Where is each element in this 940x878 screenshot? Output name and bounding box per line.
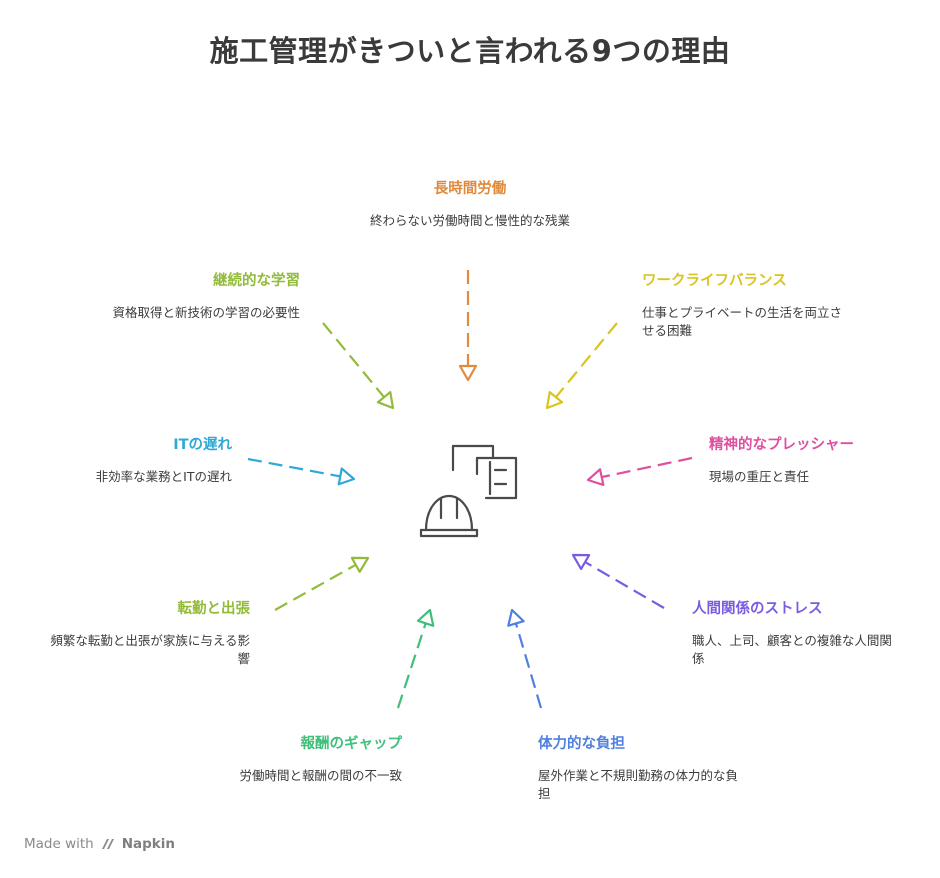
arrow-continuous-learning-line <box>322 322 385 398</box>
reason-title: ワークライフバランス <box>642 273 787 289</box>
reason-description: 労働時間と報酬の間の不一致 <box>239 768 402 783</box>
arrow-work-life-balance-head <box>545 391 564 410</box>
footer-made-with: Made with <box>24 836 94 852</box>
arrow-it-delay-head <box>337 467 356 486</box>
reason-description: 終わらない労働時間と慢性的な残業 <box>370 213 571 228</box>
reason-title: 転勤と出張 <box>177 601 251 617</box>
reason-title: 体力的な負担 <box>538 736 625 752</box>
reason-long-working-hours: 長時間労働 終わらない労働時間と慢性的な残業 <box>355 180 585 230</box>
arrows-group <box>247 270 693 709</box>
reason-title: 報酬のギャップ <box>300 736 403 752</box>
arrow-physical-burden-line <box>514 623 543 709</box>
arrow-relationship-stress-line <box>584 561 665 609</box>
page-title: 施工管理がきついと言われる9つの理由 <box>209 34 731 68</box>
arrow-transfers-business-trips-line <box>274 563 357 611</box>
arrow-continuous-learning-head <box>376 391 395 410</box>
arrow-long-working-hours-head <box>458 364 478 382</box>
reason-it-delay: ITの遅れ 非効率な業務とITの遅れ <box>40 436 232 486</box>
construction-building-icon <box>419 444 518 538</box>
reason-description: 資格取得と新技術の学習の必要性 <box>112 305 300 320</box>
reason-description: 職人、上司、顧客との複雑な人間関係 <box>692 633 892 666</box>
arrow-transfers-business-trips-head <box>350 556 370 573</box>
reason-mental-pressure: 精神的なプレッシャー 現場の重圧と責任 <box>709 436 909 486</box>
reason-title: 継続的な学習 <box>213 273 300 289</box>
reason-pay-gap: 報酬のギャップ 労働時間と報酬の間の不一致 <box>190 735 402 785</box>
arrow-mental-pressure-line <box>601 456 693 479</box>
reason-physical-burden: 体力的な負担 屋外作業と不規則勤務の体力的な負担 <box>538 735 758 803</box>
arrow-mental-pressure-head <box>586 468 605 487</box>
reason-work-life-balance: ワークライフバランス 仕事とプライベートの生活を両立させる困難 <box>642 272 862 340</box>
reason-title: 長時間労働 <box>433 181 507 197</box>
footer-brand: Napkin <box>121 836 176 852</box>
reason-continuous-learning: 継続的な学習 資格取得と新技術の学習の必要性 <box>80 272 300 322</box>
arrow-pay-gap-line <box>396 622 427 709</box>
arrow-work-life-balance-line <box>555 322 618 398</box>
footer: Made with Napkin <box>24 836 175 852</box>
reason-description: 現場の重圧と責任 <box>709 469 810 484</box>
napkin-logo-icon <box>101 839 114 849</box>
reason-description: 仕事とプライベートの生活を両立させる困難 <box>642 305 843 338</box>
arrow-it-delay-line <box>247 457 341 478</box>
arrow-physical-burden-head <box>507 608 525 627</box>
reason-title: 精神的なプレッシャー <box>709 437 854 453</box>
arrow-relationship-stress-head <box>571 553 591 571</box>
reason-description: 屋外作業と不規則勤務の体力的な負担 <box>538 768 739 801</box>
reason-description: 非効率な業務とITの遅れ <box>95 469 232 484</box>
reason-relationship-stress: 人間関係のストレス 職人、上司、顧客との複雑な人間関係 <box>692 600 902 668</box>
reason-title: 人間関係のストレス <box>692 601 823 617</box>
reason-description: 頻繁な転勤と出張が家族に与える影響 <box>50 633 250 666</box>
reason-transfers-business-trips: 転勤と出張 頻繁な転勤と出張が家族に与える影響 <box>40 600 250 668</box>
arrow-pay-gap-head <box>416 608 435 627</box>
reason-title: ITの遅れ <box>173 437 232 453</box>
